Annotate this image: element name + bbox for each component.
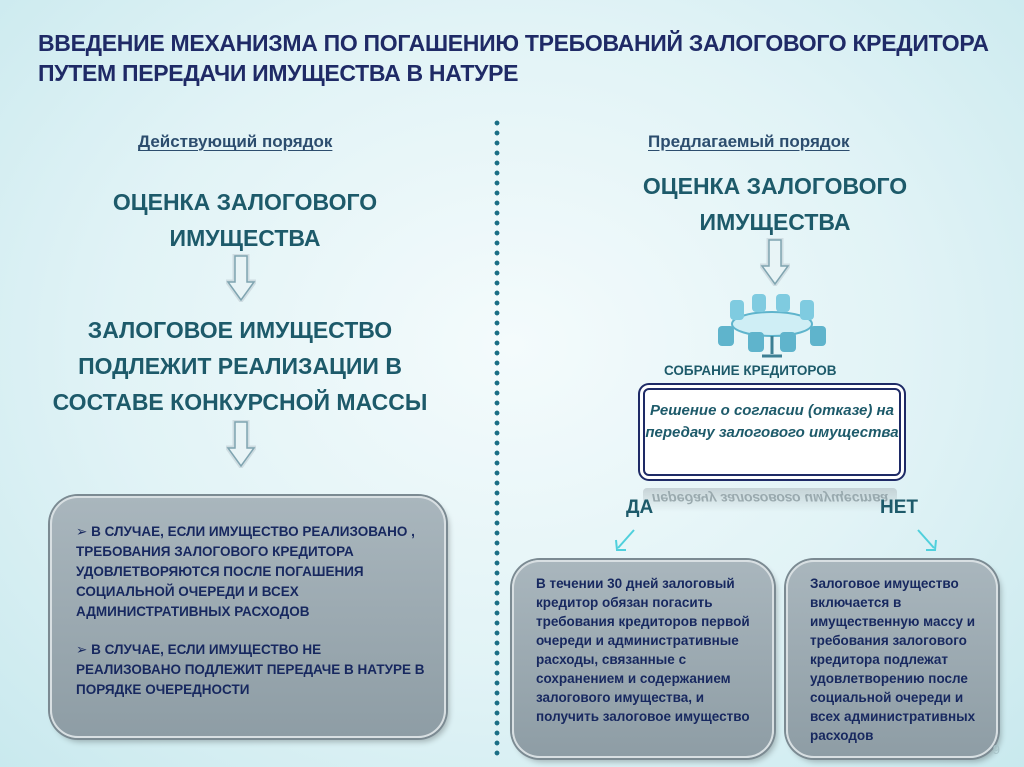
no-outcome-text: Залоговое имущество включается в имущест… (810, 576, 976, 743)
no-label: НЕТ (880, 497, 918, 518)
decision-scroll: Решение о согласии (отказе) на передачу … (643, 388, 901, 476)
yes-arrow-icon (615, 529, 635, 551)
slide-title: ВВЕДЕНИЕ МЕХАНИЗМА ПО ПОГАШЕНИЮ ТРЕБОВАН… (38, 30, 989, 86)
no-outcome-box: Залоговое имущество включается в имущест… (786, 560, 998, 758)
left-bullet-unsold: ➢ В СЛУЧАЕ, ЕСЛИ ИМУЩЕСТВО НЕ РЕАЛИЗОВАН… (76, 642, 425, 697)
right-heading: Предлагаемый порядок (648, 132, 850, 151)
left-conditions-box: ➢ В СЛУЧАЕ, ЕСЛИ ИМУЩЕСТВО РЕАЛИЗОВАНО ,… (50, 496, 446, 738)
down-arrow-icon (226, 254, 256, 302)
page-number: 9 (992, 742, 1000, 757)
yes-outcome-text: В течении 30 дней залоговый кредитор обя… (536, 576, 750, 724)
arrow-bullet-icon: ➢ (76, 524, 92, 539)
decision-text: Решение о согласии (отказе) на передачу … (645, 402, 899, 441)
dotted-divider (494, 118, 500, 758)
yes-label: ДА (626, 497, 654, 518)
left-bullet-sold: ➢ В СЛУЧАЕ, ЕСЛИ ИМУЩЕСТВО РЕАЛИЗОВАНО ,… (76, 524, 415, 619)
meeting-table-icon (718, 294, 826, 358)
no-arrow-icon (917, 529, 937, 551)
right-step-valuation: ОЦЕНКА ЗАЛОГОВОГО ИМУЩЕСТВА (642, 173, 908, 235)
arrow-bullet-icon: ➢ (76, 642, 92, 657)
left-heading: Действующий порядок (138, 132, 333, 151)
left-step-valuation: ОЦЕНКА ЗАЛОГОВОГО ИМУЩЕСТВА (112, 189, 378, 251)
down-arrow-icon (226, 420, 256, 468)
yes-outcome-box: В течении 30 дней залоговый кредитор обя… (512, 560, 774, 758)
down-arrow-icon (760, 238, 790, 286)
decision-reflection: Решение о согласии (отказе) на передачу … (643, 488, 897, 512)
left-step-realization: ЗАЛОГОВОЕ ИМУЩЕСТВО ПОДЛЕЖИТ РЕАЛИЗАЦИИ … (52, 317, 428, 415)
creditors-meeting-label: СОБРАНИЕ КРЕДИТОРОВ (664, 363, 837, 378)
